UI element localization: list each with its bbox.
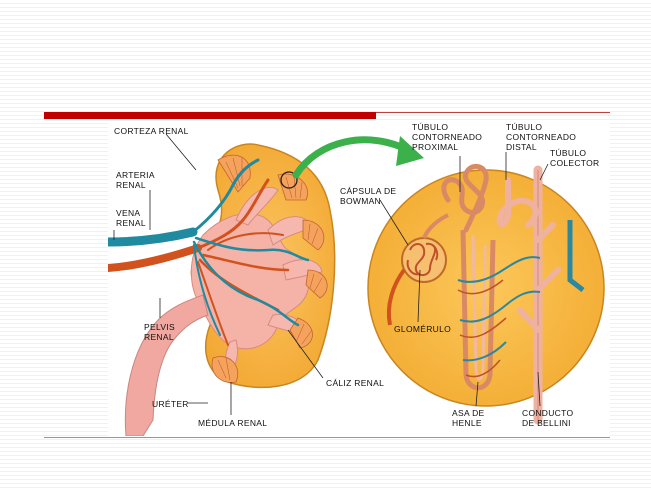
kidney-nephron-figure: CORTEZA RENAL ARTERIA RENAL VENA RENAL P…	[108, 120, 610, 436]
label-loop-of-henle: ASA DE HENLE	[452, 408, 485, 428]
title-accent-bar	[44, 112, 376, 119]
label-bowman-capsule: CÁPSULA DE BOWMAN	[340, 186, 396, 206]
kidney-nephron-illustration	[108, 120, 610, 436]
label-renal-vein: VENA RENAL	[116, 208, 146, 228]
label-renal-pelvis: PELVIS RENAL	[144, 322, 175, 342]
label-proximal-tubule: TÚBULO CONTORNEADO PROXIMAL	[412, 122, 482, 152]
label-collecting-tubule: TÚBULO COLECTOR	[550, 148, 599, 168]
label-bellini-duct: CONDUCTO DE BELLINI	[522, 408, 573, 428]
nephron-zoom-circle	[368, 170, 604, 406]
nephron-detail	[368, 166, 604, 420]
ureter	[125, 295, 208, 436]
footer-divider-line	[44, 437, 610, 438]
label-glomerulus: GLOMÉRULO	[394, 324, 451, 334]
label-renal-medulla: MÉDULA RENAL	[198, 418, 267, 428]
label-ureter: URÉTER	[152, 399, 189, 409]
title-divider-line	[376, 112, 610, 113]
label-renal-calyx: CÁLIZ RENAL	[326, 378, 384, 388]
label-renal-artery: ARTERIA RENAL	[116, 170, 155, 190]
label-renal-cortex: CORTEZA RENAL	[114, 126, 189, 136]
zoom-arrow	[296, 136, 424, 175]
